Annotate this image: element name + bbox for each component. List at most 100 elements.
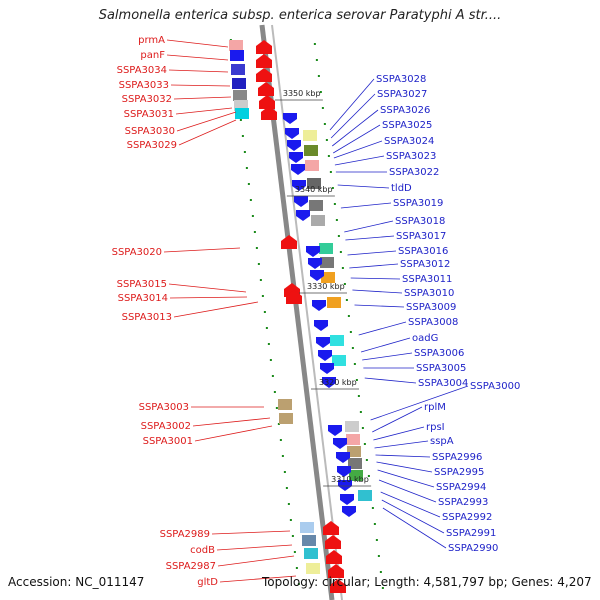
forward-gene-label: SSPA3020: [112, 247, 162, 258]
gene-block: [307, 178, 321, 189]
gene-block: [230, 50, 244, 61]
reverse-gene-arrow: [285, 128, 299, 139]
reverse-gene-arrow: [336, 452, 350, 463]
reverse-gene-label: SSPA3024: [384, 136, 434, 147]
forward-gene-label: SSPA3031: [124, 109, 174, 120]
right-leader-line: [360, 337, 411, 353]
reverse-gene-label: SSPA3023: [386, 151, 436, 162]
reverse-gene-label: SSPA2994: [436, 482, 486, 493]
reverse-gene-arrow: [289, 152, 303, 163]
forward-gene-label: SSPA3014: [118, 293, 168, 304]
scale-tick-label: 3310 kbp: [331, 475, 369, 484]
gene-block: [232, 78, 246, 89]
forward-gene-label: SSPA3032: [122, 94, 172, 105]
right-leader-line: [349, 263, 399, 269]
reverse-gene-label: SSPA3006: [414, 348, 464, 359]
gene-block: [234, 100, 248, 111]
reverse-gene-label: SSPA3025: [382, 120, 432, 131]
forward-gene-label: SSPA3013: [122, 312, 172, 323]
right-leader-line: [344, 220, 394, 233]
forward-gene-label: codB: [190, 545, 215, 556]
gene-block: [304, 145, 318, 156]
gene-block: [231, 64, 245, 75]
forward-gene-label: SSPA3034: [117, 65, 167, 76]
reverse-gene-arrow: [314, 320, 328, 331]
reverse-gene-label: SSPA3004: [418, 378, 468, 389]
right-leader-line: [372, 406, 423, 433]
left-leader-line: [166, 39, 229, 48]
genome-backbone-inner: [271, 24, 343, 600]
reverse-gene-arrow: [318, 350, 332, 361]
forward-gene-arrow: [286, 290, 302, 304]
reverse-gene-label: rplM: [424, 402, 446, 413]
left-leader-line: [217, 555, 295, 567]
reverse-gene-arrow: [342, 506, 356, 517]
reverse-gene-label: oadG: [412, 333, 438, 344]
gene-block: [358, 490, 372, 501]
reverse-gene-label: SSPA3022: [389, 167, 439, 178]
genome-stats-text: Topology: circular; Length: 4,581,797 bp…: [262, 575, 592, 589]
left-leader-line: [170, 84, 231, 87]
gene-block: [235, 108, 249, 119]
right-leader-line: [347, 250, 397, 256]
forward-gene-label: SSPA3015: [117, 279, 167, 290]
reverse-gene-arrow: [340, 494, 354, 505]
reverse-gene-arrow: [291, 164, 305, 175]
left-leader-line: [216, 544, 293, 551]
right-leader-line: [373, 426, 425, 441]
reverse-gene-arrow: [338, 480, 352, 491]
right-leader-line: [382, 507, 447, 549]
forward-gene-label: SSPA2987: [166, 561, 216, 572]
scale-tick-label: 3320 kbp: [319, 378, 357, 387]
gene-block: [309, 200, 323, 211]
right-leader-line: [375, 454, 431, 458]
reverse-gene-label: tldD: [391, 183, 412, 194]
right-leader-line: [354, 304, 405, 308]
left-leader-line: [163, 247, 241, 253]
reverse-gene-arrow: [312, 300, 326, 311]
gene-block: [347, 446, 361, 457]
right-leader-line: [333, 140, 383, 159]
right-leader-line: [329, 78, 375, 131]
reverse-gene-label: SSPA2995: [434, 467, 484, 478]
right-leader-line: [350, 277, 401, 280]
left-leader-line: [173, 301, 259, 318]
forward-gene-arrow: [330, 579, 346, 593]
right-leader-line: [377, 469, 435, 488]
reverse-gene-label: SSPA2996: [432, 452, 482, 463]
accession-text: Accession: NC_011147: [8, 575, 145, 589]
right-leader-line: [330, 93, 376, 139]
reverse-gene-arrow: [292, 180, 306, 191]
forward-gene-label: prmA: [138, 35, 165, 46]
gene-block: [346, 434, 360, 445]
forward-gene-label: gltD: [197, 577, 218, 588]
reverse-gene-arrow: [337, 466, 351, 477]
forward-gene-arrow: [256, 54, 272, 68]
reverse-gene-arrow: [320, 363, 334, 374]
gene-block: [233, 90, 247, 101]
left-leader-line: [192, 417, 271, 427]
right-leader-line: [374, 440, 429, 449]
left-leader-line: [178, 119, 237, 146]
forward-gene-arrow: [325, 535, 341, 549]
reverse-gene-label: SSPA3009: [406, 302, 456, 313]
left-leader-line: [169, 296, 248, 299]
gene-block: [305, 160, 319, 171]
right-leader-line: [331, 109, 379, 147]
reverse-gene-arrow: [316, 337, 330, 348]
left-leader-line: [175, 107, 233, 115]
reverse-gene-arrow: [306, 246, 320, 257]
left-leader-line: [166, 54, 229, 61]
right-leader-line: [334, 155, 385, 166]
reverse-gene-arrow: [322, 377, 336, 388]
left-leader-line: [168, 283, 247, 293]
reverse-gene-label: SSPA3016: [398, 246, 448, 257]
scale-tick-label: 3340 kbp: [295, 185, 333, 194]
reverse-gene-label: SSPA3011: [402, 274, 452, 285]
forward-gene-arrow: [328, 564, 344, 578]
reverse-gene-label: SSPA3005: [416, 363, 466, 374]
right-leader-line: [337, 184, 390, 189]
forward-gene-arrow: [281, 235, 297, 249]
reverse-gene-label: SSPA3000: [470, 381, 520, 392]
